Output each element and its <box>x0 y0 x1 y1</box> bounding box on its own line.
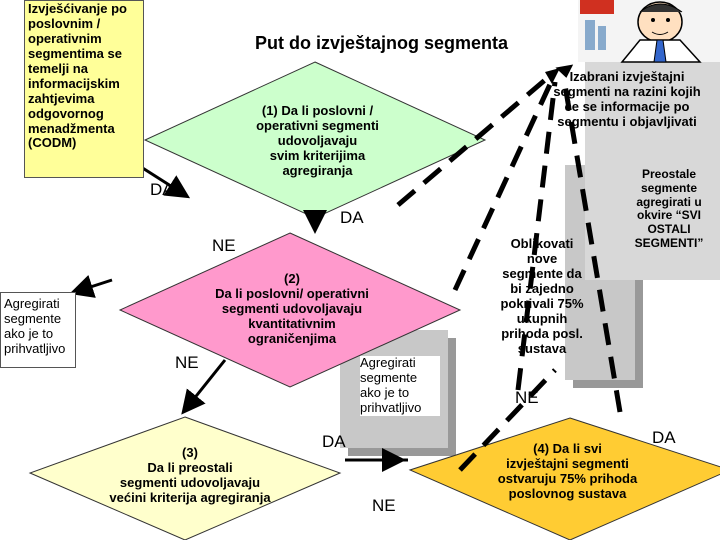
decision-1-text: (1) Da li poslovni / operativni segmenti… <box>256 103 379 178</box>
start-box-text: Izvješćivanje po poslovnim / operativnim… <box>28 1 127 151</box>
selected-segments-text: Izabrani izvještajni segmenti na razini … <box>553 69 701 129</box>
dashed-arrows <box>396 78 623 472</box>
label-da-4: DA <box>652 428 676 447</box>
page-title: Put do izvještajnog segmenta <box>255 33 509 53</box>
aggregate-left-text: Agregirati segmente ako je to prihvatlji… <box>4 296 66 356</box>
remaining-segments-text: Preostale segmente agregirati u okvire “… <box>634 167 704 250</box>
start-box <box>24 0 144 178</box>
label-da-3: DA <box>322 432 346 451</box>
label-ne-3: NE <box>372 496 396 515</box>
aggregate-left-box <box>0 292 76 368</box>
label-ne-4: NE <box>515 388 539 407</box>
decision-3-text: (3) Da li preostali segmenti udovoljavaj… <box>109 445 271 505</box>
aggregate-mid-text: Agregirati segmente ako je to prihvatlji… <box>360 355 440 416</box>
label-da-2: DA <box>340 208 364 227</box>
panel-shadows <box>340 20 720 456</box>
decision-2-text: (2) Da li poslovni/ operativni segmenti … <box>215 271 369 346</box>
decision-diamond-4 <box>408 417 720 540</box>
decision-4-text: (4) Da li svi izvještajni segmenti ostva… <box>497 441 638 501</box>
label-da-1: DA <box>150 180 174 199</box>
decision-diamond-2 <box>118 232 462 388</box>
dashed-arrowheads <box>545 64 574 84</box>
label-ne-1: NE <box>212 236 236 255</box>
decision-diamond-3 <box>28 416 342 540</box>
presenter-cartoon-icon <box>578 0 720 63</box>
label-ne-2: NE <box>175 353 199 372</box>
new-segments-text: Oblikovati nove segmente da bi zajedno p… <box>500 236 584 356</box>
